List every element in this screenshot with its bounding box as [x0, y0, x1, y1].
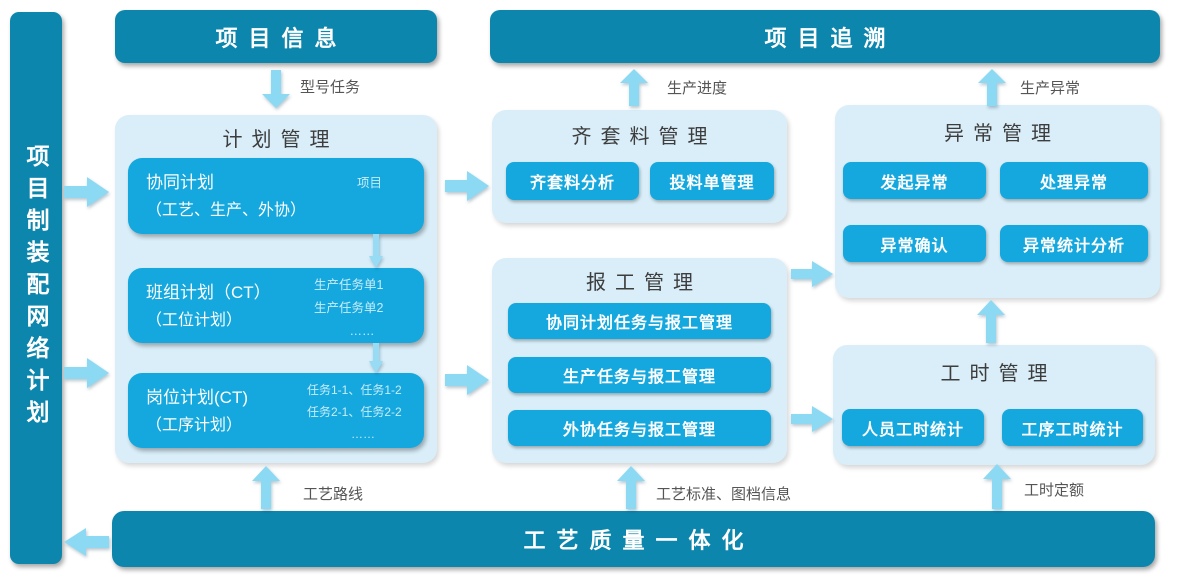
post-plan-line1: 岗位计划(CT): [146, 388, 248, 407]
label-hour-quota: 工时定额: [1024, 482, 1085, 499]
post-plan-box: 岗位计划(CT) （工序计划） 任务1-1、任务1-2 任务2-1、任务2-2 …: [128, 373, 424, 448]
project-trace-block: 项目追溯: [490, 10, 1160, 63]
arrow-report-to-hours: [791, 406, 833, 432]
label-process-doc: 工艺标准、图档信息: [656, 486, 792, 503]
team-plan-side-note: 生产任务单1 生产任务单2 ……: [314, 278, 384, 339]
outsource-task-report-chip: 外协任务与报工管理: [508, 410, 771, 446]
collaborative-plan-box: 协同计划 （工艺、生产、外协） 项目: [128, 158, 424, 234]
exception-management-panel: 异常管理 发起异常 处理异常 异常确认 异常统计分析: [835, 105, 1160, 298]
arrow-kitting-to-trace: [620, 69, 648, 106]
arrow-collab-to-team: [369, 234, 383, 268]
arrow-bar-to-plan-bottom: [64, 358, 109, 388]
arrow-plan-to-kitting: [445, 171, 489, 201]
project-info-title: 项目信息: [215, 25, 348, 51]
work-report-panel: 报工管理 协同计划任务与报工管理 生产任务与报工管理 外协任务与报工管理: [492, 258, 787, 463]
kitting-management-title: 齐套料管理: [571, 126, 717, 148]
team-plan-box: 班组计划（CT） （工位计划） 生产任务单1 生产任务单2 ……: [128, 268, 424, 343]
working-hours-panel: 工时管理 人员工时统计 工序工时统计: [833, 345, 1155, 465]
process-quality-block: 工艺质量一体化: [112, 511, 1155, 567]
post-plan-side-note: 任务1-1、任务1-2 任务2-1、任务2-2 ……: [307, 383, 402, 442]
label-production-exception: 生产异常: [1020, 80, 1081, 97]
team-plan-line2: （工位计划）: [146, 311, 243, 329]
kitting-analysis-chip: 齐套料分析: [506, 162, 639, 200]
arrow-bottom-to-hours: [983, 464, 1011, 509]
arrow-exception-to-trace: [978, 69, 1006, 106]
post-plan-line2: （工序计划）: [146, 416, 243, 434]
exception-management-title: 异常管理: [944, 123, 1060, 145]
collaborative-plan-line2: （工艺、生产、外协）: [146, 201, 307, 219]
label-process-route: 工艺路线: [303, 486, 364, 503]
work-report-title: 报工管理: [586, 272, 702, 294]
project-trace-title: 项目追溯: [764, 25, 897, 51]
collaborative-plan-line1: 协同计划: [146, 173, 214, 192]
feeding-order-chip: 投料单管理: [650, 162, 774, 200]
arrow-report-to-exception: [791, 261, 833, 287]
working-hours-title: 工时管理: [940, 363, 1057, 385]
collab-task-report-chip: 协同计划任务与报工管理: [508, 303, 771, 339]
exception-stats-chip: 异常统计分析: [1000, 225, 1148, 262]
arrow-bottom-to-report: [617, 466, 645, 509]
arrow-bottom-to-plan: [252, 466, 280, 509]
arrow-info-to-plan: [262, 70, 290, 108]
confirm-exception-chip: 异常确认: [843, 225, 986, 262]
production-task-report-chip: 生产任务与报工管理: [508, 357, 771, 393]
kitting-management-panel: 齐套料管理 齐套料分析 投料单管理: [492, 110, 787, 223]
arrow-bar-to-plan-top: [64, 177, 109, 207]
project-info-block: 项目信息: [115, 10, 437, 63]
left-bar-project-assembly-network-plan: 项目制装配网络计划: [10, 12, 62, 564]
label-production-progress: 生产进度: [667, 80, 728, 97]
process-quality-title: 工艺质量一体化: [523, 528, 755, 553]
plan-management-title: 计划管理: [222, 129, 339, 151]
collaborative-plan-side-note: 项目: [356, 176, 382, 190]
team-plan-line1: 班组计划（CT）: [146, 283, 271, 302]
personnel-hours-chip: 人员工时统计: [842, 409, 984, 446]
raise-exception-chip: 发起异常: [843, 162, 986, 199]
plan-management-panel: 计划管理 协同计划 （工艺、生产、外协） 项目 班组计划（CT） （工位计划） …: [115, 115, 437, 463]
process-hours-chip: 工序工时统计: [1002, 409, 1143, 446]
arrow-plan-to-report: [445, 365, 489, 395]
label-model-task: 型号任务: [300, 79, 361, 96]
left-bar-label: 项目制装配网络计划: [23, 144, 49, 432]
arrow-hours-to-exception: [977, 300, 1005, 343]
arrow-team-to-post: [369, 343, 383, 373]
handle-exception-chip: 处理异常: [1000, 162, 1148, 199]
arrow-bottom-to-bar: [64, 528, 109, 556]
